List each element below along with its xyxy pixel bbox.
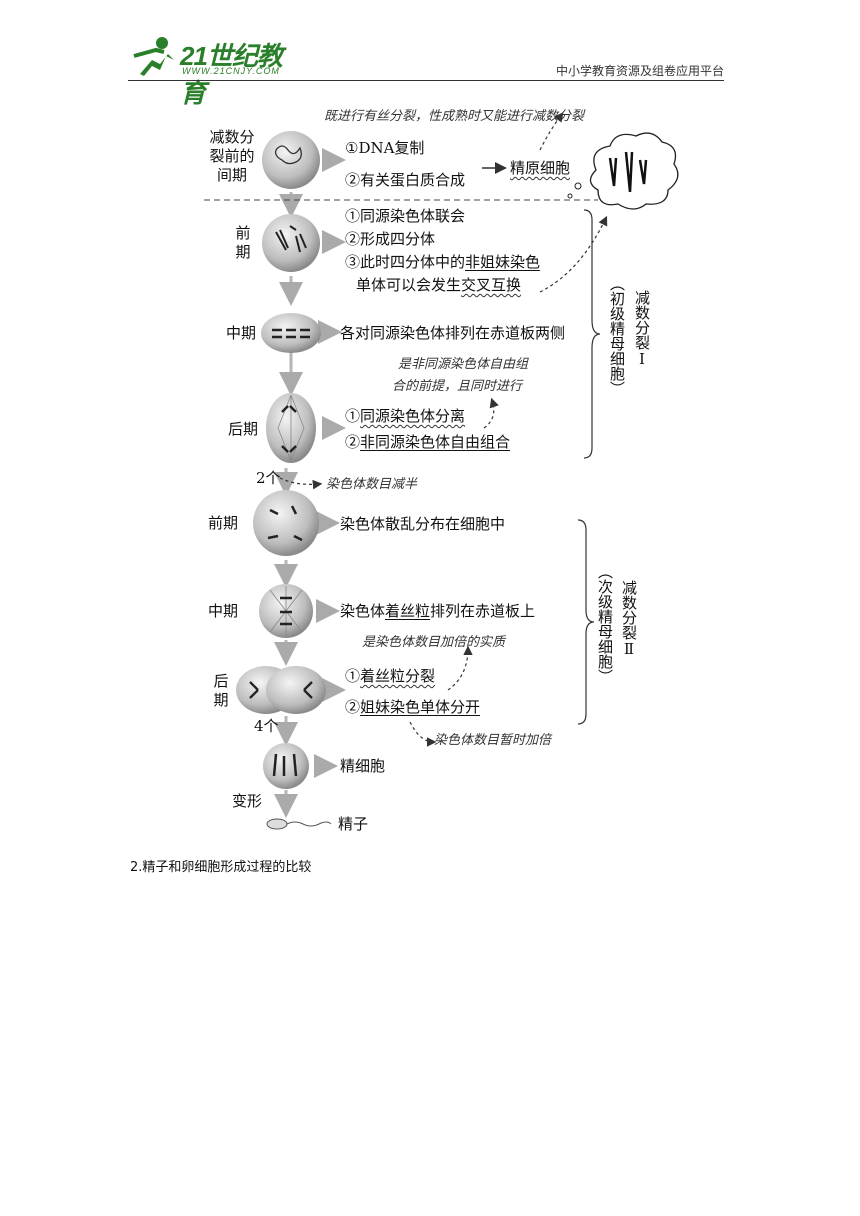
cell-prophase-1 [262, 214, 320, 272]
meta2-text: 染色体着丝粒排列在赤道板上 [340, 602, 536, 620]
pro1-item-2: ②形成四分体 [345, 230, 436, 248]
stage-anaphase-2: 后期 [213, 672, 229, 709]
pro1-item-1: ①同源染色体联会 [345, 207, 466, 225]
count-two: 2个 [256, 469, 281, 487]
cell-anaphase-1 [266, 393, 316, 463]
runner-logo-icon [133, 37, 174, 76]
logo-title: 21世纪教育 [180, 41, 283, 108]
flow-arrows [274, 192, 303, 818]
ana2-item-2: ②姐妹染色单体分开 [345, 698, 481, 716]
meiosis-diagram [204, 112, 679, 830]
side-arrows [314, 148, 346, 778]
ana1-item-2: ②非同源染色体自由组合 [345, 433, 511, 451]
cell-metaphase-1 [261, 313, 321, 353]
meta1-text: 各对同源染色体排列在赤道板两侧 [340, 324, 566, 342]
stage-metaphase-2: 中期 [208, 602, 239, 620]
pro1-item-3: ③此时四分体中的非姐妹染色 [345, 253, 541, 271]
stage-prophase-2: 前期 [208, 514, 239, 532]
stage-metaphase-1: 中期 [226, 324, 257, 342]
stage-transform: 变形 [232, 792, 263, 810]
note-halved: 染色体数目减半 [326, 477, 418, 492]
note-temp-double: 染色体数目暂时加倍 [434, 733, 552, 748]
interphase-item-1: ①DNA复制 [345, 139, 425, 157]
annotation-arrows [279, 112, 608, 747]
count-four: 4个 [254, 717, 279, 735]
sperm-label: 精子 [338, 815, 369, 833]
header-divider [128, 80, 724, 81]
bracket2-paren: （次级精母细胞） [596, 564, 614, 684]
platform-name: 中小学教育资源及组卷应用平台 [555, 64, 724, 78]
note-spermatogonium: 既进行有丝分裂，性成熟时又能进行减数分裂 [324, 109, 585, 124]
pro2-text: 染色体散乱分布在细胞中 [340, 515, 506, 533]
logo-url: WWW.21CNJY.COM [182, 66, 280, 76]
pro1-item-3b: 单体可以会发生交叉互换 [356, 276, 522, 294]
spermatid-label: 精细胞 [340, 757, 386, 775]
ana2-item-1: ①着丝粒分裂 [345, 667, 436, 685]
note-ana1-line1: 是非同源染色体自由组 [398, 357, 529, 372]
cell-metaphase-2 [259, 584, 313, 638]
cell-interphase [262, 131, 320, 189]
section-caption: 2.精子和卵细胞形成过程的比较 [130, 860, 312, 875]
chromosome-cloud [567, 132, 679, 210]
note-ana1-line2: 合的前提，且同时进行 [392, 379, 523, 394]
stage-prophase-1: 前期 [235, 224, 251, 261]
site-logo: 21世纪教育 WWW.21CNJY.COM [130, 34, 300, 108]
bracket1-paren: （初级精母细胞） [608, 276, 626, 396]
braces [577, 209, 601, 725]
note-doubling-essence: 是染色体数目加倍的实质 [362, 635, 506, 650]
stage-interphase: 减数分裂前的间期 [209, 128, 255, 184]
cell-spermatid [263, 743, 309, 789]
bracket1-label: 减数分裂Ⅰ [633, 290, 651, 368]
interphase-item-2: ②有关蛋白质合成 [345, 171, 466, 189]
ana1-item-1: ①同源染色体分离 [345, 407, 466, 425]
spermatogonium-label: 精原细胞 [510, 159, 571, 177]
sperm-shape [266, 818, 332, 830]
bracket2-label: 减数分裂Ⅱ [620, 580, 638, 658]
stage-anaphase-1: 后期 [228, 420, 259, 438]
cell-prophase-2 [253, 490, 319, 556]
cell-anaphase-2 [236, 666, 326, 714]
